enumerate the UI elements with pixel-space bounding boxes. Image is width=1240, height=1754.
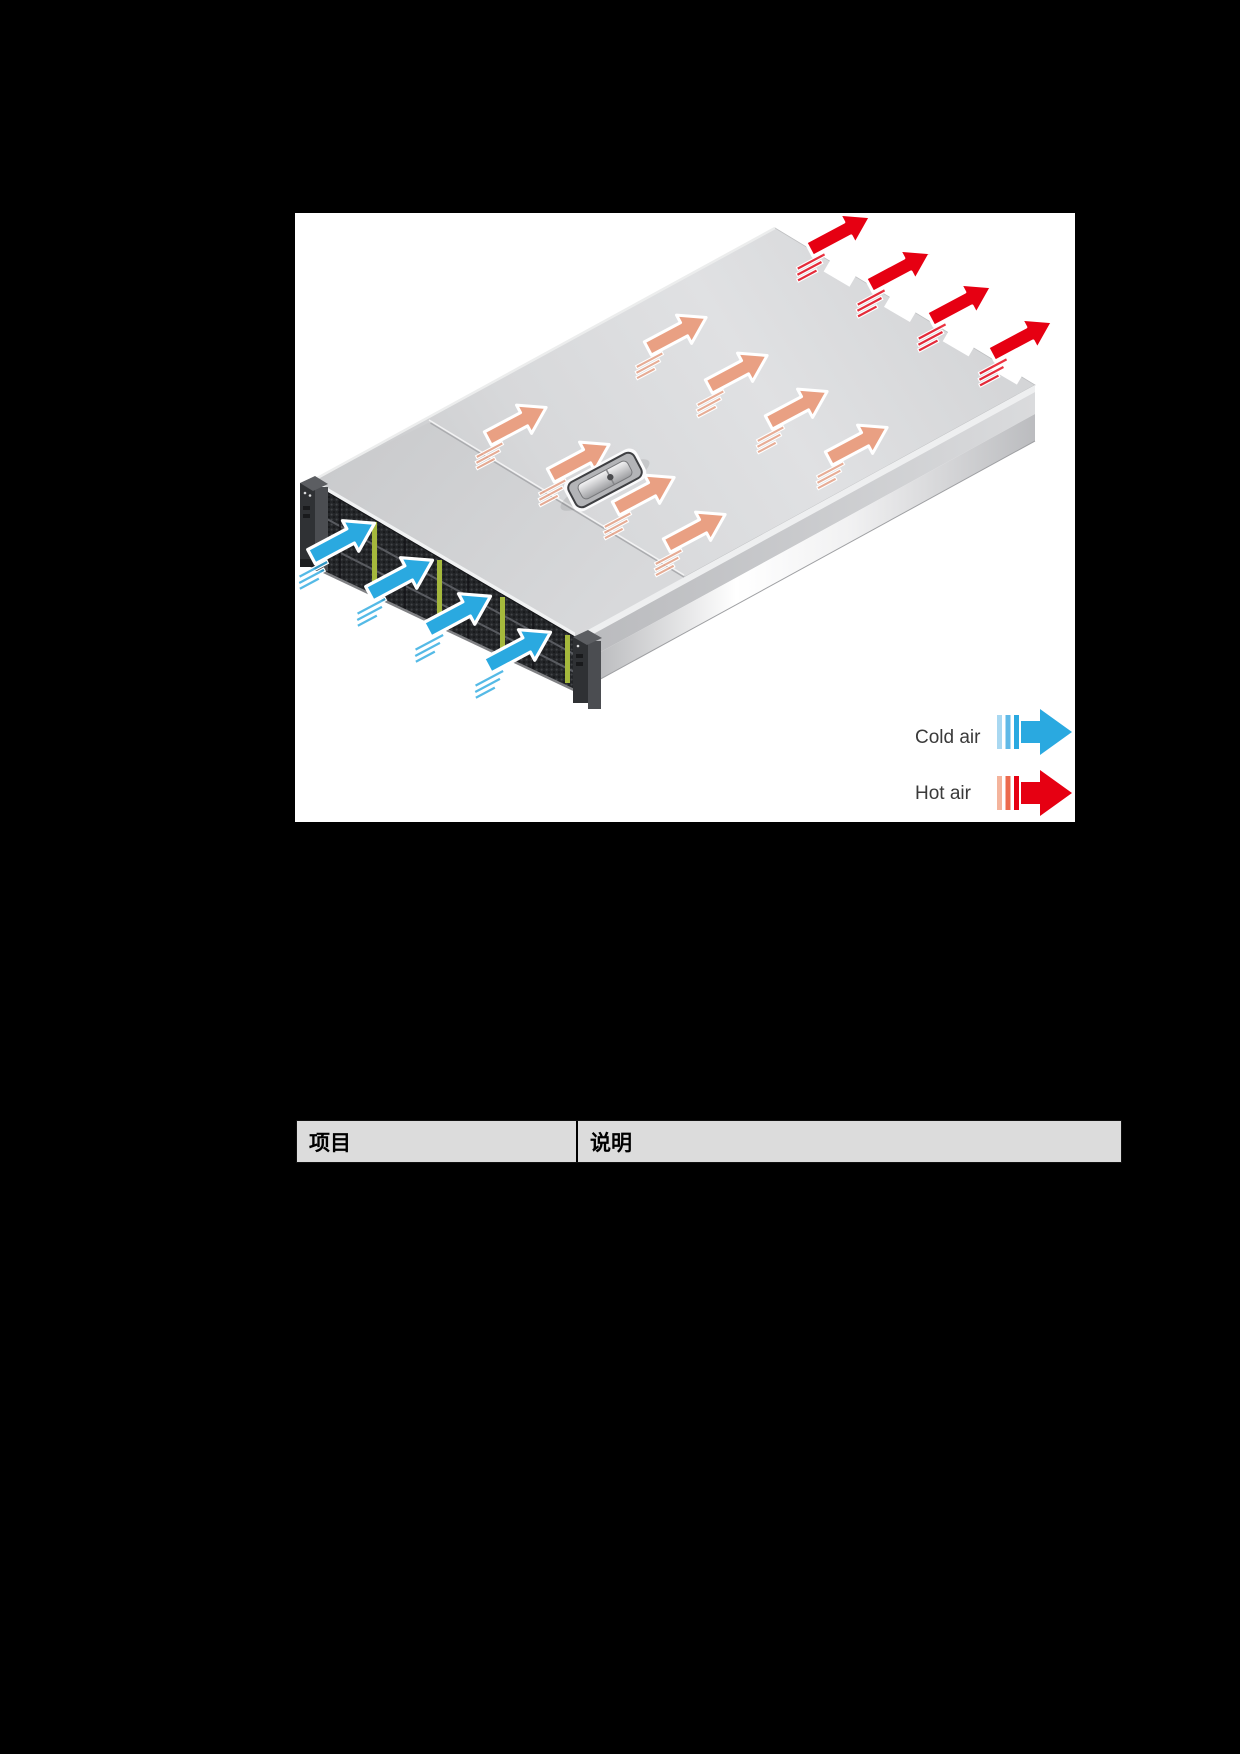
airflow-diagram-svg: Cold air Hot air (295, 213, 1072, 816)
cover-seam (430, 422, 686, 579)
legend-hot-air-label: Hot air (915, 783, 972, 804)
cover-latch (560, 448, 650, 512)
figure-legend: Cold air Hot air (915, 709, 1072, 816)
header-cell-item: 项目 (309, 1131, 351, 1155)
rack-ear-right (573, 630, 602, 709)
hot-air-legend-arrow (997, 770, 1072, 816)
cover-left-chamfer (309, 226, 776, 484)
legend-cold-air-label: Cold air (915, 727, 981, 748)
data-table-header: 项目 说明 (296, 1120, 1122, 1163)
server-top-cover (309, 226, 1036, 638)
airflow-figure: Cold air Hot air (295, 213, 1075, 822)
drive-latch-strips (372, 522, 570, 683)
header-cell-description: 说明 (576, 1121, 1121, 1162)
chassis-right-side (574, 385, 1036, 694)
cold-air-legend-arrow (997, 709, 1072, 755)
cover-front-strip (310, 422, 685, 637)
